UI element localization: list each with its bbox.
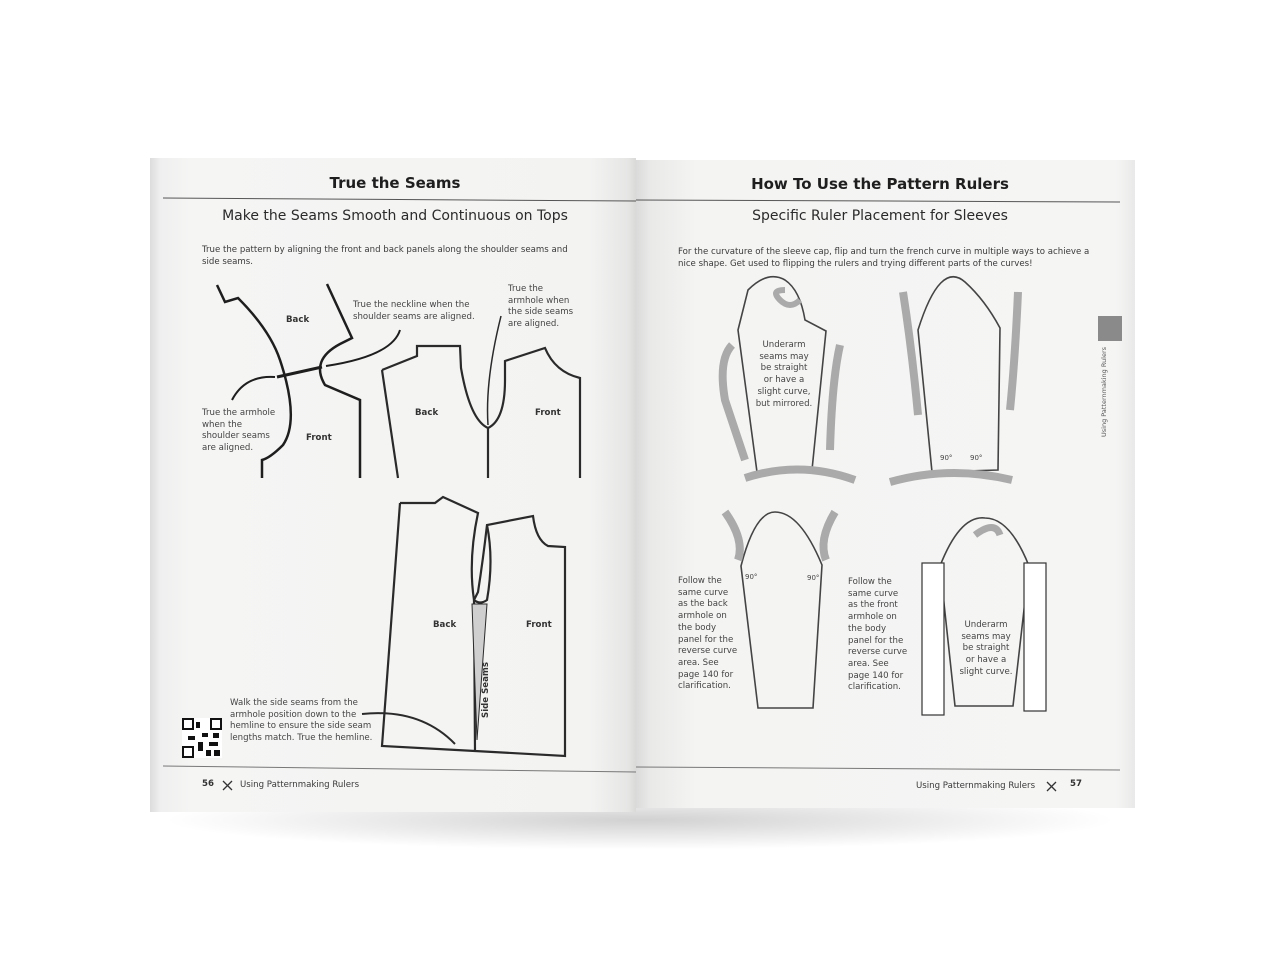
note-line: but mirrored.	[755, 398, 813, 409]
note-line: Follow the	[678, 576, 722, 586]
note-line: area. See	[848, 658, 889, 669]
note-line: Underarm	[964, 620, 1008, 630]
qr-code-icon	[182, 718, 222, 758]
page-title: True the Seams	[329, 174, 461, 192]
sleeve3-drawing	[721, 509, 839, 709]
note-line: shoulder seams are aligned.	[353, 311, 475, 322]
note-line: when the	[202, 419, 243, 430]
note-line: page 140 for	[848, 670, 904, 681]
left-page	[150, 158, 636, 812]
note-line: page 140 for	[678, 669, 734, 680]
intro-line: For the curvature of the sleeve cap, fli…	[678, 247, 1090, 257]
note-line: True the armhole	[202, 408, 276, 418]
page-subtitle: Make the Seams Smooth and Continuous on …	[222, 208, 568, 224]
note-line: armhole when	[508, 295, 570, 306]
note-line: Underarm	[762, 340, 806, 350]
right-footer-rule	[635, 766, 1121, 771]
note-line: the body	[848, 623, 887, 634]
fig1-shoulder-drawing	[215, 283, 401, 478]
angle-label: 90°	[940, 454, 953, 462]
note-back-armhole: Follow the same curve as the back armhol…	[678, 576, 737, 693]
page-subtitle: Specific Ruler Placement for Sleeves	[752, 208, 1008, 224]
note-line: the body	[678, 622, 717, 633]
left-header-rule	[162, 197, 637, 202]
note-line: lengths match. True the hemline.	[230, 733, 373, 744]
page-title: How To Use the Pattern Rulers	[751, 175, 1009, 193]
side-tab	[1098, 316, 1122, 341]
intro-line: True the pattern by aligning the front a…	[202, 245, 568, 255]
footer-section: Using Patternmaking Rulers	[916, 781, 1036, 791]
note-line: slight curve.	[959, 666, 1013, 677]
note-line: panel for the	[678, 634, 734, 645]
note-line: are aligned.	[508, 319, 560, 330]
note-armhole-side: True the armhole when the side seams are…	[508, 284, 573, 331]
note-line: clarification.	[678, 681, 731, 692]
right-page	[636, 160, 1135, 808]
footer-section: Using Patternmaking Rulers	[240, 780, 360, 790]
note-line: seams may	[961, 631, 1011, 642]
angle-label: 90°	[970, 454, 983, 462]
intro-line: side seams.	[202, 257, 253, 267]
fig2-side-seam-drawing	[380, 315, 582, 479]
fig2-back-label: Back	[415, 408, 439, 418]
note-line: as the back	[678, 599, 728, 610]
note-walk: Walk the side seams from the armhole pos…	[230, 698, 372, 745]
note-line: area. See	[678, 657, 719, 668]
sleeve4-note: Underarm seams may be straight or have a…	[946, 620, 1026, 679]
note-line: same curve	[678, 587, 729, 598]
note-line: True the	[508, 284, 544, 294]
note-line: be straight	[962, 643, 1010, 654]
note-line: Follow the	[848, 577, 892, 587]
fig2-front-label: Front	[535, 408, 561, 418]
note-line: seams may	[759, 351, 809, 362]
note-line: Walk the side seams from the	[230, 698, 358, 708]
note-line: armhole position down to the	[230, 709, 357, 720]
note-armhole: True the armhole when the shoulder seams…	[202, 408, 275, 455]
note-line: armhole on	[678, 611, 727, 622]
note-line: same curve	[848, 588, 899, 599]
note-line: or have a	[763, 375, 805, 386]
fig1-front-label: Front	[306, 433, 332, 443]
angle-label: 90°	[807, 574, 820, 582]
intro-text: For the curvature of the sleeve cap, fli…	[678, 246, 1089, 270]
note-line: slight curve,	[757, 386, 811, 397]
fig1-back-label: Back	[286, 315, 310, 325]
angle-label: 90°	[745, 573, 758, 581]
note-line: True the neckline when the	[353, 300, 470, 310]
fig3-back-label: Back	[433, 620, 457, 630]
sleeve2-drawing	[888, 276, 1022, 486]
note-line: as the front	[848, 600, 898, 611]
note-line: clarification.	[848, 682, 901, 693]
fig3-front-label: Front	[526, 620, 552, 630]
side-tab-label: Using Patternmaking Rulers	[1100, 346, 1108, 437]
right-header-rule	[635, 199, 1121, 203]
page-number: 56	[202, 779, 214, 789]
note-front-armhole: Follow the same curve as the front armho…	[848, 577, 907, 694]
left-footer-rule	[162, 765, 637, 773]
note-line: are aligned.	[202, 443, 254, 454]
note-line: panel for the	[848, 635, 904, 646]
sleeve4-drawing	[921, 517, 1047, 716]
page-number: 57	[1070, 779, 1082, 789]
note-line: shoulder seams	[202, 431, 270, 442]
note-neckline: True the neckline when the shoulder seam…	[353, 300, 475, 323]
note-line: be straight	[760, 363, 808, 374]
note-line: armhole on	[848, 612, 897, 623]
intro-text: True the pattern by aligning the front a…	[202, 244, 568, 268]
sleeve1-drawing	[718, 275, 857, 484]
note-line: reverse curve	[848, 647, 908, 658]
note-line: the side seams	[508, 307, 574, 318]
note-line: hemline to ensure the side seam	[230, 721, 372, 732]
intro-line: nice shape. Get used to flipping the rul…	[678, 259, 1033, 269]
note-line: reverse curve	[678, 646, 738, 657]
note-line: or have a	[965, 655, 1007, 666]
side-seams-label: Side Seams	[481, 662, 491, 718]
fig3-hemline-drawing	[361, 495, 567, 758]
sleeve1-note: Underarm seams may be straight or have a…	[744, 340, 824, 410]
scissors-icon	[222, 780, 1057, 792]
